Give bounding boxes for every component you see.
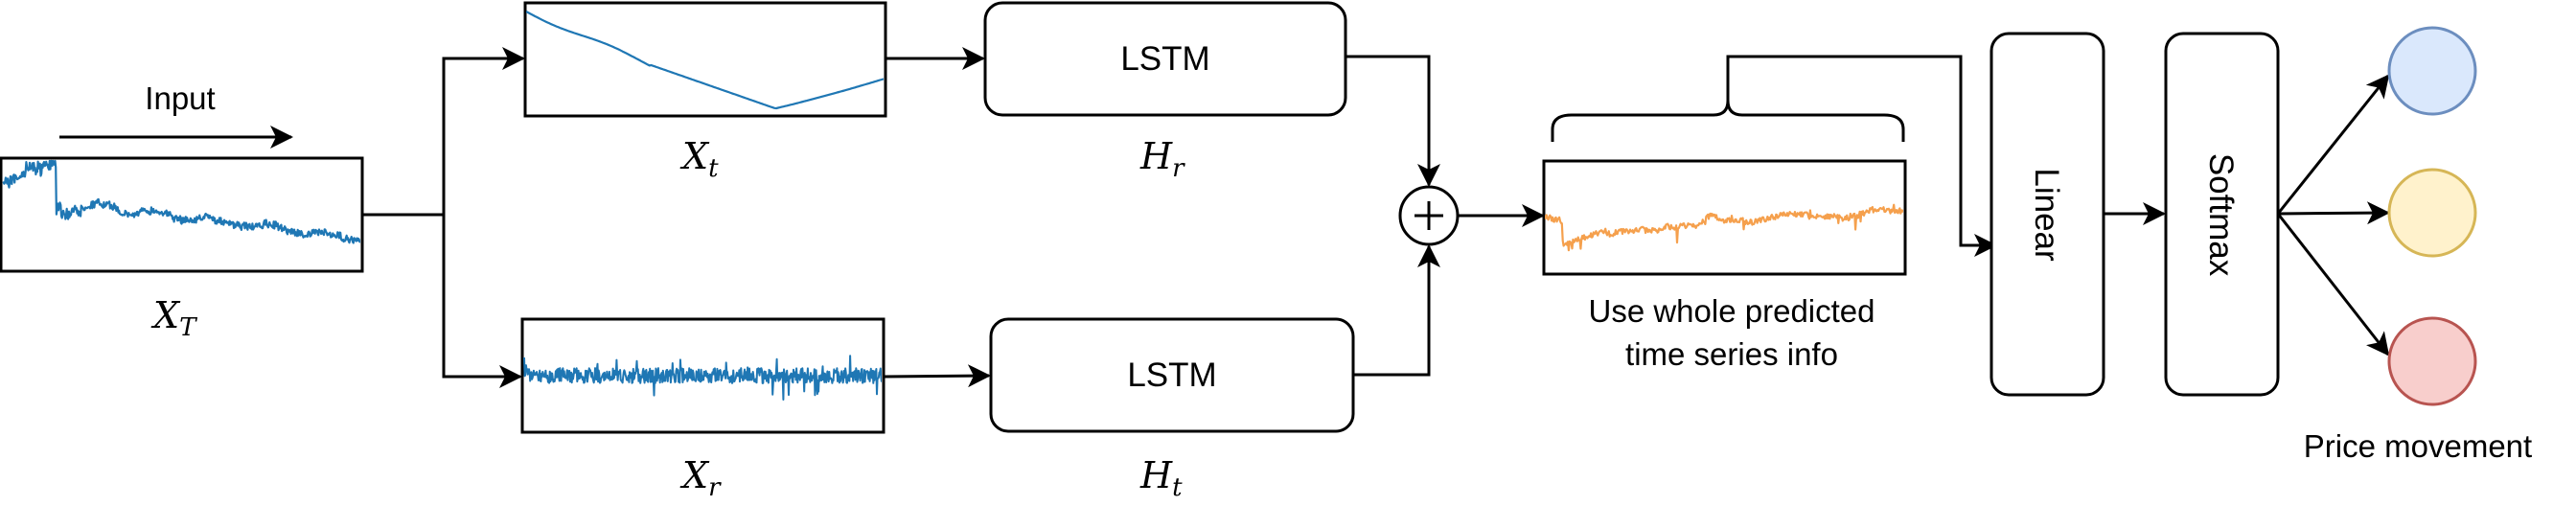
prediction-caption-line2: time series info	[1625, 336, 1838, 372]
connector-lstm-bottom-to-sum	[1353, 244, 1440, 377]
connector-lstm-top-to-sum	[1346, 55, 1440, 187]
lstm-top-hidden-symbol: Hr	[1139, 135, 1185, 183]
arrow-to-output-up	[2276, 74, 2390, 215]
arrow-residual-to-lstm	[883, 364, 991, 388]
lstm-bottom-label: LSTM	[1127, 356, 1216, 394]
trend-series-symbol: Xt	[679, 135, 719, 183]
lstm-top-label: LSTM	[1120, 40, 1209, 78]
residual-series-line	[523, 355, 882, 401]
connector-to-residual	[442, 215, 522, 388]
prediction-caption-line1: Use whole predicted	[1589, 293, 1875, 329]
trend-series-box	[523, 1, 887, 118]
curly-brace-icon	[1551, 100, 1905, 142]
arrow-to-output-down	[2276, 213, 2390, 356]
price-movement-label: Price movement	[2304, 428, 2532, 464]
lstm-top-block	[983, 1, 1347, 117]
output-flat-circle	[2387, 168, 2477, 258]
output-down-circle	[2387, 316, 2477, 406]
connector-prediction-to-linear	[1726, 55, 1997, 257]
linear-label: Linear	[2028, 168, 2065, 262]
arrow-to-output-flat	[2277, 201, 2390, 225]
input-label: Input	[145, 80, 215, 116]
lstm-bottom-hidden-symbol: Ht	[1139, 454, 1183, 502]
residual-series-symbol: Xr	[679, 454, 722, 502]
circle-plus-icon	[1398, 185, 1460, 246]
connector-to-trend	[442, 47, 525, 215]
predicted-series-line	[1545, 203, 1903, 252]
softmax-label: Softmax	[2202, 153, 2240, 277]
trend-series-line	[526, 11, 884, 110]
input-series-line	[2, 159, 360, 244]
output-up-circle	[2387, 26, 2477, 116]
input-series-symbol: XT	[150, 294, 197, 342]
